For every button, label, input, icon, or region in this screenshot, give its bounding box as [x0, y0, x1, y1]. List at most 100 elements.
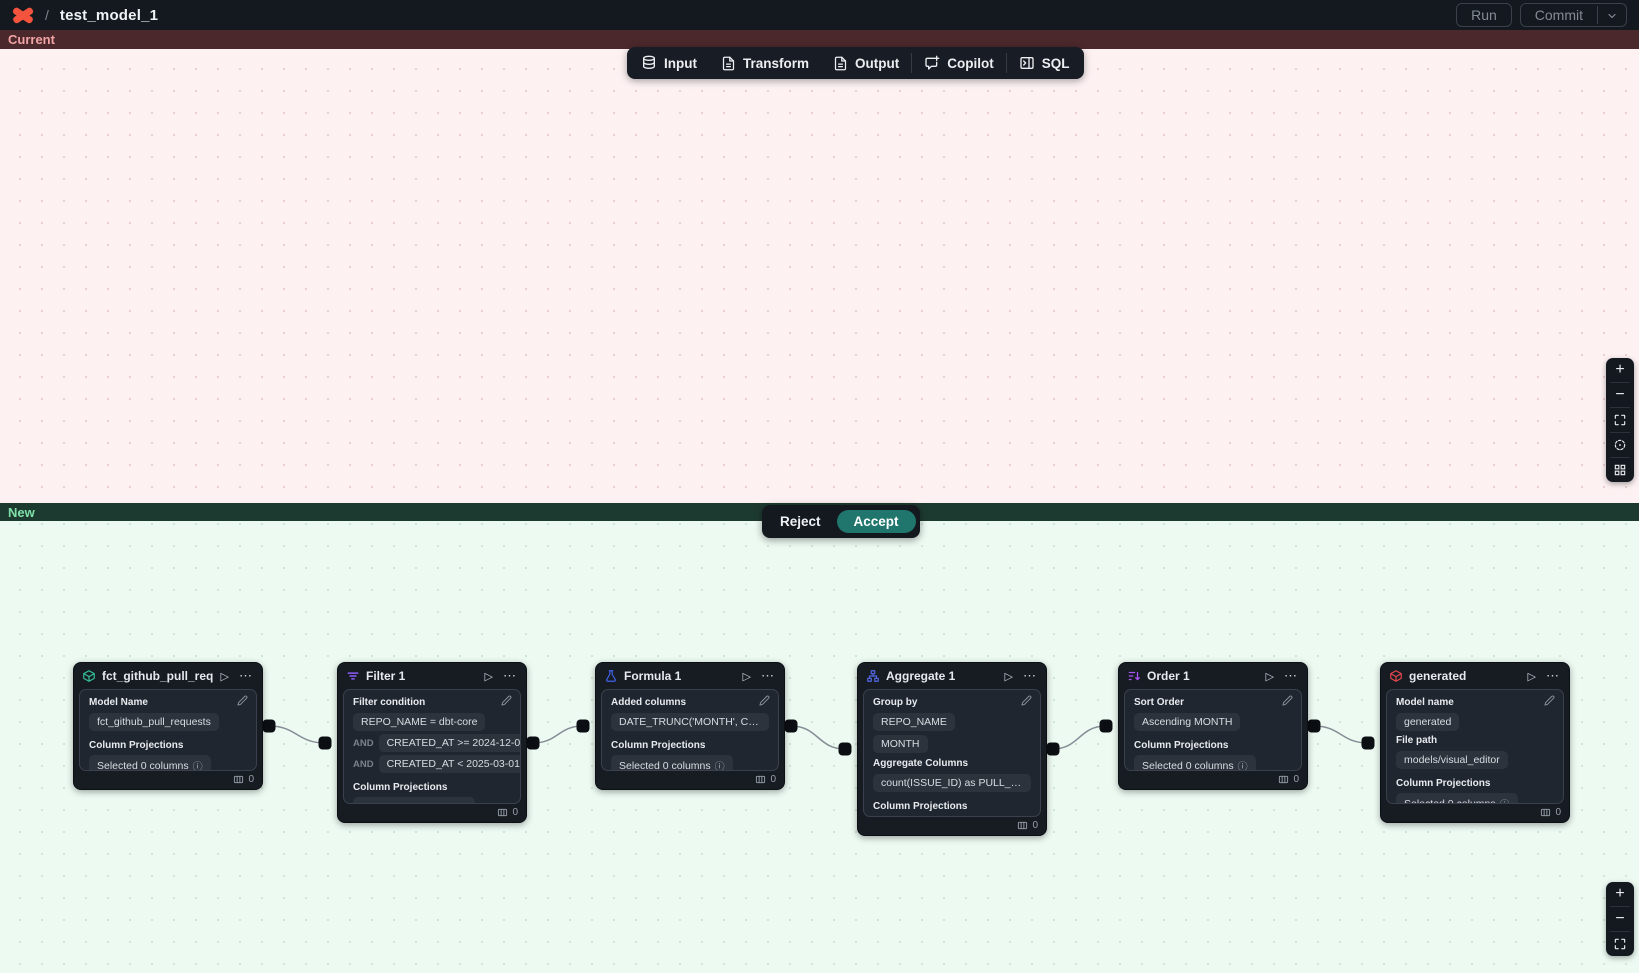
- node-title: generated: [1409, 669, 1467, 683]
- play-button[interactable]: ▷: [484, 670, 493, 683]
- more-menu-button[interactable]: ⋯: [1023, 668, 1036, 683]
- edit-icon[interactable]: [1544, 695, 1555, 706]
- row-count: 0: [1032, 820, 1038, 831]
- node-footer: 0: [74, 771, 262, 789]
- toolbar-item-copilot[interactable]: Copilot: [912, 47, 1006, 79]
- sitemap-icon: [866, 669, 880, 683]
- columns-icon: [756, 775, 766, 784]
- flask-icon: [604, 669, 618, 683]
- sort-order-pill[interactable]: Ascending MONTH: [1134, 713, 1241, 731]
- field-label: Column Projections: [89, 740, 184, 751]
- filter-condition-pill[interactable]: REPO_NAME = dbt-core: [353, 713, 486, 731]
- accept-button[interactable]: Accept: [836, 510, 916, 533]
- columns-icon: [498, 808, 508, 817]
- field-label: Column Projections: [1134, 740, 1229, 751]
- field-label: Aggregate Columns: [873, 758, 969, 769]
- commit-dropdown-button[interactable]: [1597, 6, 1626, 24]
- app-logo-icon[interactable]: [12, 6, 34, 24]
- toolbar-item-sql[interactable]: SQL: [1007, 47, 1082, 79]
- node-order-1[interactable]: Order 1 ▷ ⋯ Sort Order Ascending MONTH C…: [1118, 662, 1308, 790]
- aggregate-column-pill[interactable]: count(ISSUE_ID) as PULL_REQUEST_…: [873, 774, 1031, 792]
- columns-icon: [234, 775, 244, 784]
- fit-view-button[interactable]: [1606, 408, 1634, 432]
- edit-icon[interactable]: [501, 695, 512, 706]
- node-footer: 0: [1381, 804, 1569, 822]
- group-by-pill[interactable]: REPO_NAME: [873, 713, 955, 731]
- field-label: Added columns: [611, 697, 687, 708]
- play-button[interactable]: ▷: [1527, 670, 1536, 683]
- zoom-out-button[interactable]: −: [1615, 910, 1625, 927]
- edit-icon[interactable]: [759, 695, 770, 706]
- info-icon: ⓘ: [714, 762, 725, 771]
- commit-button[interactable]: Commit: [1534, 7, 1583, 23]
- fit-view-button[interactable]: [1606, 932, 1634, 956]
- toolbar-item-input[interactable]: Input: [629, 47, 709, 79]
- node-generated[interactable]: generated ▷ ⋯ Model name generated File …: [1380, 662, 1570, 823]
- run-button[interactable]: Run: [1456, 3, 1512, 27]
- file-path-pill[interactable]: models/visual_editor: [1396, 751, 1508, 769]
- group-by-pill[interactable]: MONTH: [873, 735, 928, 753]
- filter-condition-pill[interactable]: CREATED_AT < 2025-03-01: [378, 755, 520, 773]
- field-label: Column Projections: [873, 801, 968, 812]
- filter-condition-pill[interactable]: CREATED_AT >= 2024-12-01: [378, 734, 520, 752]
- play-button[interactable]: ▷: [1004, 670, 1013, 683]
- node-footer: 0: [596, 771, 784, 789]
- more-menu-button[interactable]: ⋯: [503, 668, 516, 683]
- node-title: fct_github_pull_requests: [102, 669, 213, 683]
- database-icon: [643, 55, 655, 69]
- cube-icon: [1389, 669, 1403, 683]
- zoom-in-button[interactable]: +: [1615, 885, 1625, 902]
- toolbar-item-output[interactable]: Output: [821, 47, 911, 79]
- value-pill[interactable]: generated: [1396, 713, 1460, 731]
- more-menu-button[interactable]: ⋯: [761, 668, 774, 683]
- chevron-down-icon: [1608, 13, 1616, 19]
- zoom-out-button[interactable]: −: [1615, 386, 1625, 403]
- zoom-in-button[interactable]: +: [1615, 361, 1625, 378]
- more-menu-button[interactable]: ⋯: [1546, 668, 1559, 683]
- interactive-toggle-button[interactable]: [1606, 433, 1634, 457]
- more-menu-button[interactable]: ⋯: [1284, 668, 1297, 683]
- row-count: 0: [248, 774, 254, 785]
- node-fct-github-pull-requests[interactable]: fct_github_pull_requests ▷ ⋯ Model Name …: [73, 662, 263, 790]
- node-header: Filter 1 ▷ ⋯: [338, 663, 526, 689]
- node-filter-1[interactable]: Filter 1 ▷ ⋯ Filter condition REPO_NAME …: [337, 662, 527, 823]
- value-pill[interactable]: DATE_TRUNC('MONTH', CREATED_AT…: [611, 713, 769, 731]
- node-body: Model name generated File path models/vi…: [1386, 689, 1564, 804]
- edit-icon[interactable]: [237, 695, 248, 706]
- fit-view-icon: [1614, 414, 1626, 426]
- play-button[interactable]: ▷: [1265, 670, 1274, 683]
- canvas-controls-bottom: + −: [1606, 882, 1634, 956]
- node-formula-1[interactable]: Formula 1 ▷ ⋯ Added columns DATE_TRUNC('…: [595, 662, 785, 790]
- current-canvas[interactable]: [0, 49, 1639, 503]
- node-footer: 0: [1119, 771, 1307, 789]
- play-button[interactable]: ▷: [742, 670, 751, 683]
- reject-button[interactable]: Reject: [766, 510, 835, 533]
- edit-icon[interactable]: [1021, 695, 1032, 706]
- node-toolbar: Input Transform Output Copilot SQL: [627, 47, 1084, 79]
- page-title: test_model_1: [59, 6, 159, 24]
- review-bar: Reject Accept: [762, 505, 920, 538]
- node-title: Formula 1: [624, 669, 682, 683]
- field-label: Group by: [873, 697, 918, 708]
- toolbar-divider: [911, 53, 913, 73]
- node-aggregate-1[interactable]: Aggregate 1 ▷ ⋯ Group by REPO_NAME MONTH…: [857, 662, 1047, 836]
- play-button[interactable]: ▷: [220, 670, 229, 683]
- auto-layout-button[interactable]: [1606, 458, 1634, 482]
- info-icon: ⓘ: [1237, 762, 1248, 771]
- node-body: Model Name fct_github_pull_requests Colu…: [79, 689, 257, 771]
- toolbar-item-transform[interactable]: Transform: [709, 47, 821, 79]
- more-menu-button[interactable]: ⋯: [239, 668, 252, 683]
- value-pill[interactable]: fct_github_pull_requests: [89, 713, 219, 731]
- current-pane-header: Current: [0, 30, 1639, 49]
- columns-icon: [1541, 808, 1551, 817]
- edit-icon[interactable]: [1282, 695, 1293, 706]
- chat-plus-icon: [925, 55, 940, 70]
- new-pane-label: New: [8, 504, 35, 520]
